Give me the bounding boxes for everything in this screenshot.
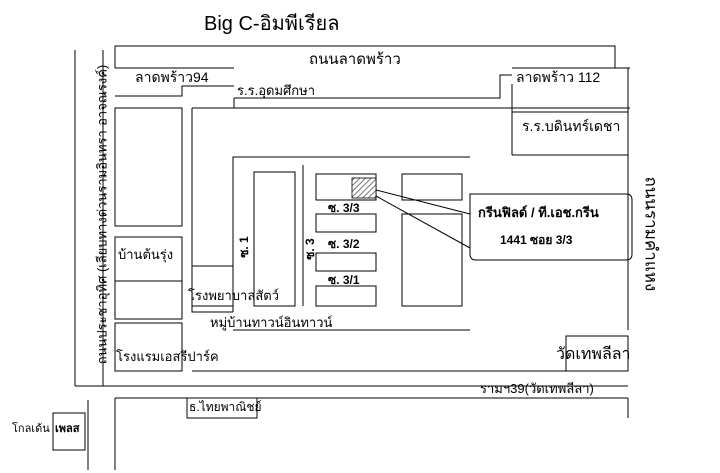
- ram-39-label: รามฯ39(วัดเทพลีลา): [480, 381, 594, 396]
- golden-place-block: [52, 412, 86, 451]
- thai-panich-label: ธ.ไทยพาณิชย์: [189, 400, 262, 414]
- school-bodin-label: ร.ร.บดินทร์เดชา: [522, 118, 621, 134]
- soi-1-label: ซ. 1: [237, 236, 251, 258]
- wat-thep-leela-block: [565, 335, 629, 372]
- soi-3-1-label: ซ. 3/1: [328, 273, 360, 287]
- golden-label: โกลเด้น: [12, 423, 50, 435]
- wat-thep-leela-label: วัดเทพลีลา: [556, 346, 631, 363]
- place-label: เพลส: [55, 423, 80, 435]
- block-soi-3-2: [315, 213, 377, 233]
- soi-3-2-label: ซ. 3/2: [328, 237, 360, 251]
- soi-1-strip-block: [253, 171, 296, 307]
- village-label: หมู่บ้านทาวน์อินทาวน์: [210, 315, 333, 330]
- soi-1-outline: [232, 156, 470, 312]
- lat-phrao-road-top-line: [114, 45, 616, 68]
- hotel-s-park-label: โรงแรมเอสรีปาร์ค: [116, 349, 219, 364]
- vet-hospital-block: [191, 265, 234, 307]
- vet-hospital-label: โรงพยาบาลสัตว์: [188, 288, 279, 303]
- lat-phrao-road-bottom-line: [115, 85, 234, 97]
- callout-leader-line-2: [375, 195, 471, 249]
- lat-phrao-road-bottom-line-2: [234, 74, 512, 99]
- block-soi-3-1-upper: [315, 252, 377, 272]
- soi-3-3-label: ซ. 3/3: [328, 201, 360, 215]
- school-udom-label: ร.ร.อุดมศึกษา: [237, 83, 315, 98]
- big-c-title: Big C-อิมพีเรียล: [204, 13, 340, 35]
- pracha-uthit-road-label: ถนนประชาอุทิศ (เลียบทางด่วนรามอินทรา-อาจ…: [94, 64, 110, 365]
- ban-ton-rung-label: บ้านต้นรุ่ง: [118, 247, 174, 262]
- soi-3-label: ซ. 3: [303, 238, 317, 260]
- block-soi-3-1-lower: [315, 285, 377, 307]
- lat-phrao-road-label: ถนนลาดพร้าว: [309, 51, 401, 68]
- central-road-outline: [191, 108, 233, 313]
- callout-name: กรีนฟิลด์ / ที.เอช.กรีน: [478, 205, 599, 220]
- callout-address: 1441 ซอย 3/3: [500, 233, 573, 247]
- block-right-lower: [401, 213, 463, 307]
- thai-panich-block: [186, 397, 258, 419]
- callout-bubble: [469, 193, 633, 261]
- target-location-marker: [351, 177, 377, 199]
- block-right-upper: [401, 173, 463, 201]
- callout-leader-line: [375, 189, 471, 215]
- ram-khamhaeng-road-label: ถนนรามคำแหง: [641, 176, 661, 292]
- left-block-hotel: [114, 322, 183, 372]
- lat-phrao-94-label: ลาดพร้าว94: [135, 69, 209, 85]
- lat-phrao-112-label: ลาดพร้าว 112: [516, 69, 601, 85]
- left-block-upper: [114, 107, 183, 227]
- left-block-ban-ton-rung: [114, 236, 183, 320]
